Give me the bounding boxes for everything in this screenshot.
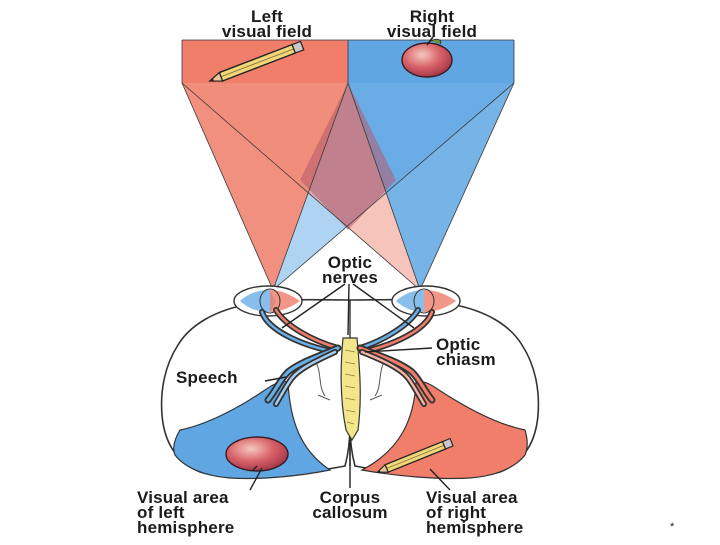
right-visual-area bbox=[360, 380, 528, 480]
apple-in-left-hemisphere-icon bbox=[225, 436, 289, 472]
pencil-in-right-hemisphere-icon bbox=[375, 437, 454, 474]
cone-overlap bbox=[300, 83, 396, 230]
corner-asterisk: * bbox=[670, 521, 675, 533]
left-eye bbox=[233, 285, 303, 317]
right-eye bbox=[391, 285, 461, 317]
corpus-texture bbox=[344, 349, 356, 425]
speech-label: Speech bbox=[176, 368, 238, 387]
pencil-icon bbox=[208, 40, 305, 82]
apple-icon bbox=[401, 36, 453, 78]
optic-pathways bbox=[259, 307, 436, 407]
cone-outlines bbox=[181, 39, 515, 291]
leader-lines bbox=[249, 283, 451, 491]
right-field-cone-to-right-eye bbox=[348, 83, 514, 290]
corpus-callosum bbox=[340, 337, 361, 442]
left-visual-area bbox=[173, 380, 332, 480]
